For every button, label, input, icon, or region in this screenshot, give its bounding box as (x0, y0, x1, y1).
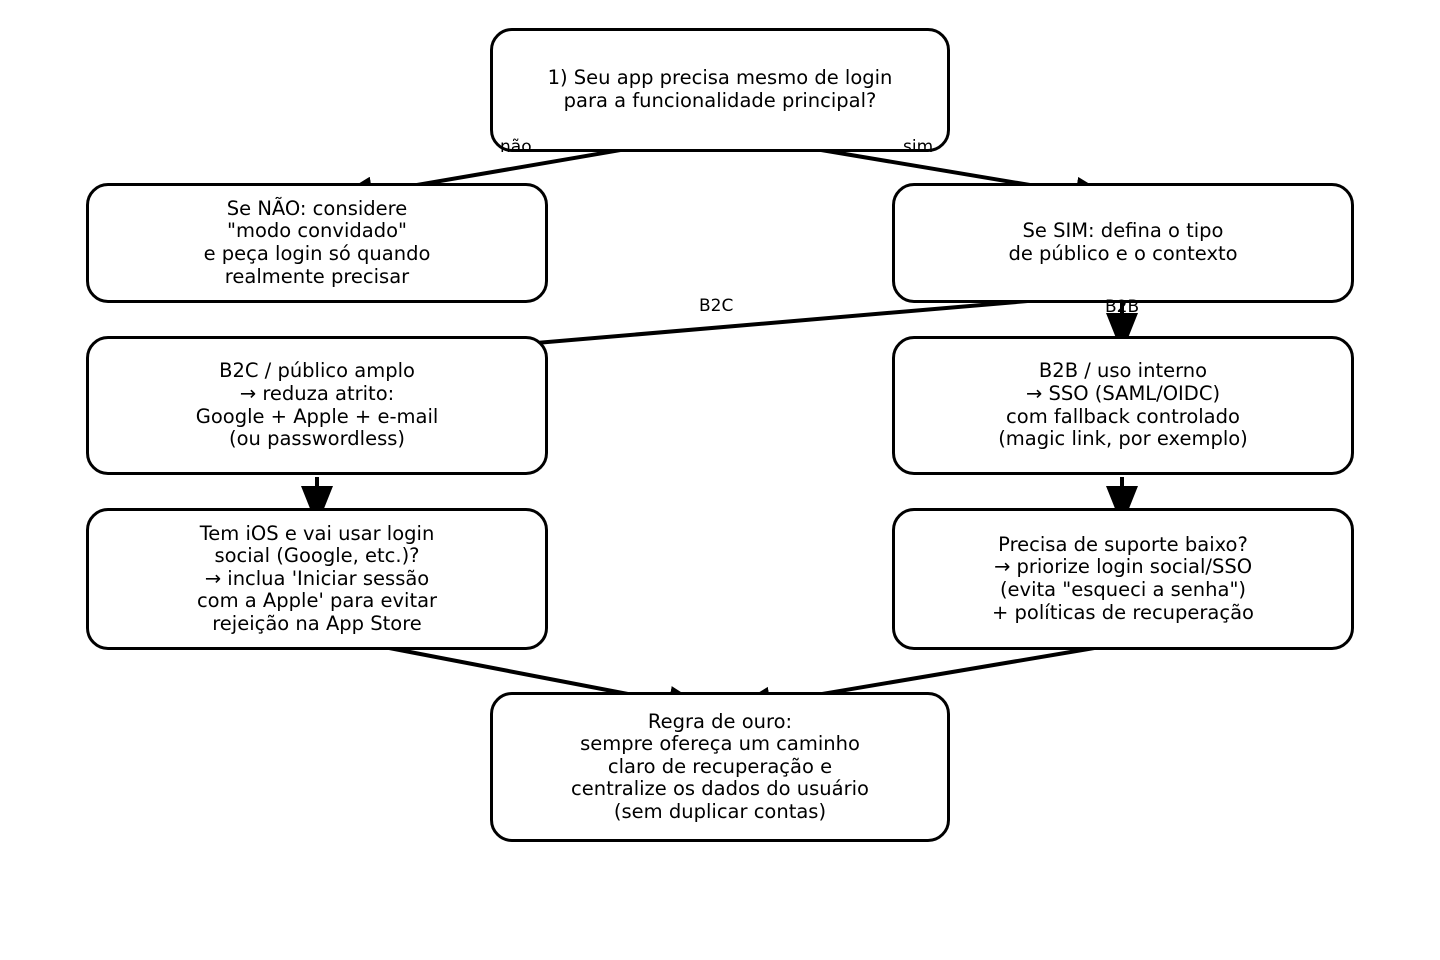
node-se-sim-label: Se SIM: defina o tipo de público e o con… (1008, 219, 1238, 265)
node-ios-login-social-label: Tem iOS e vai usar login social (Google,… (196, 521, 438, 635)
node-se-nao-label: Se NÃO: considere "modo convidado" e peç… (203, 196, 431, 288)
node-regra-de-ouro[interactable]: Regra de ouro: sempre ofereça um caminho… (490, 692, 950, 842)
edge-label-sim: sim (903, 137, 934, 157)
node-regra-de-ouro-label: Regra de ouro: sempre ofereça um caminho… (571, 709, 869, 823)
edge-label-nao: não (500, 137, 532, 157)
node-se-nao[interactable]: Se NÃO: considere "modo convidado" e peç… (86, 183, 548, 303)
node-b2c-publico-amplo-label: B2C / público amplo → reduza atrito: Goo… (195, 359, 439, 451)
node-question-login-label: 1) Seu app precisa mesmo de login para a… (547, 66, 893, 112)
node-b2b-uso-interno[interactable]: B2B / uso interno → SSO (SAML/OIDC) com … (892, 336, 1354, 475)
node-ios-login-social[interactable]: Tem iOS e vai usar login social (Google,… (86, 508, 548, 650)
node-suporte-baixo[interactable]: Precisa de suporte baixo? → priorize log… (892, 508, 1354, 650)
node-suporte-baixo-label: Precisa de suporte baixo? → priorize log… (992, 532, 1254, 624)
node-se-sim[interactable]: Se SIM: defina o tipo de público e o con… (892, 183, 1354, 303)
node-b2b-uso-interno-label: B2B / uso interno → SSO (SAML/OIDC) com … (998, 359, 1248, 451)
edge-label-b2b: B2B (1105, 297, 1140, 317)
node-question-login[interactable]: 1) Seu app precisa mesmo de login para a… (490, 28, 950, 152)
edge-label-b2c: B2C (699, 296, 734, 316)
node-b2c-publico-amplo[interactable]: B2C / público amplo → reduza atrito: Goo… (86, 336, 548, 475)
